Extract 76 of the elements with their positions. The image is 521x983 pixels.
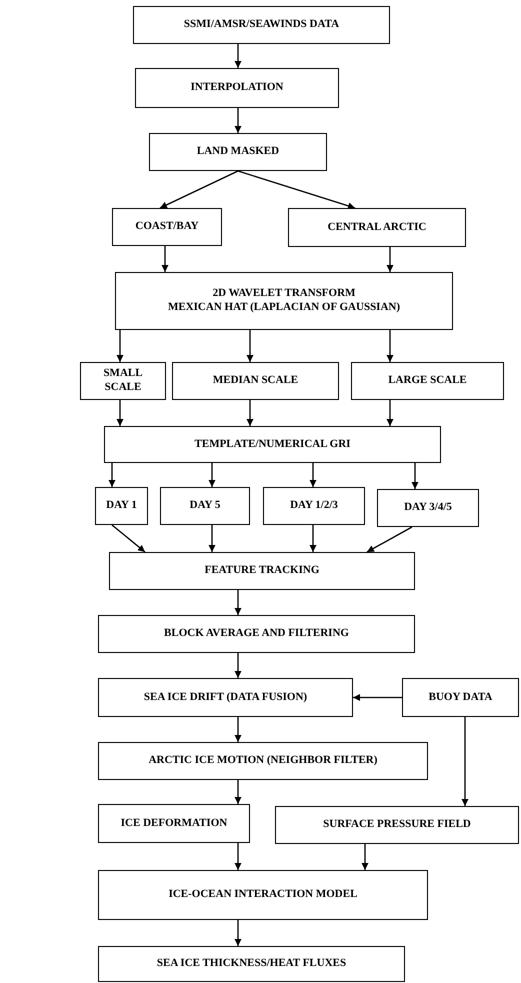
arrow [412,463,418,489]
box-label: ARCTIC ICE MOTION (NEIGHBOR FILTER) [148,754,378,768]
arrow [310,463,316,487]
arrow [234,44,242,68]
arrow [234,780,242,804]
process-box [95,487,148,525]
box-label: COAST/BAY [135,220,199,234]
process-box [115,272,453,330]
box-label: BLOCK AVERAGE AND FILTERING [164,627,349,641]
box-label: LAND MASKED [196,145,280,159]
box-label: SMALL SCALE [102,367,144,395]
box-label: SSMI/AMSR/SEAWINDS DATA [184,18,340,32]
box-label: DAY 5 [190,499,220,513]
box-label: TEMPLATE/NUMERICAL GRI [194,438,350,452]
process-box [80,362,166,400]
process-box [98,946,405,982]
box-label: FEATURE TRACKING [204,564,320,578]
arrow [208,463,216,487]
arrow [238,170,356,210]
process-box [135,68,339,108]
box-label: ICE-OCEAN INTERACTION MODEL [168,888,358,902]
arrow [310,525,316,552]
process-box [263,487,365,525]
process-box [288,208,466,247]
arrow [116,330,124,362]
box-label: LARGE SCALE [388,374,467,388]
process-box [98,804,250,843]
process-box [133,6,390,44]
arrow [234,920,242,946]
process-box [98,870,428,920]
arrow [234,653,242,678]
process-box [160,487,250,525]
arrow [353,694,402,701]
arrow [234,717,242,742]
box-label: 2D WAVELET TRANSFORM [212,287,356,301]
process-box [149,133,327,171]
process-box [112,208,222,246]
arrow [234,843,242,870]
arrow [246,330,254,362]
arrow [116,400,124,426]
box-label: DAY 3/4/5 [404,501,452,515]
arrow [108,463,116,487]
process-box [98,678,353,717]
arrow [112,524,146,552]
arrow [160,170,238,209]
process-box [275,806,519,844]
arrow [462,717,468,806]
box-label: SEA ICE DRIFT (DATA FUSION) [144,690,308,704]
process-box [109,552,415,590]
box-label: INTERPOLATION [190,81,284,95]
arrow [386,247,394,272]
arrow [234,108,242,133]
process-box [172,362,339,400]
arrow [234,590,242,615]
box-label: BUOY DATA [428,690,492,704]
box-label: ICE DEFORMATION [120,816,228,830]
arrow [386,330,394,362]
arrow [362,844,368,870]
process-box [104,426,441,463]
arrow [366,526,412,553]
box-label: DAY 1/2/3 [290,499,338,513]
arrow [208,525,216,552]
arrow [246,400,254,426]
process-box [98,615,415,653]
process-box [377,489,479,527]
arrow [162,246,168,272]
box-label: CENTRAL ARCTIC [328,220,426,234]
box-label: MEDIAN SCALE [212,374,298,388]
process-box [351,362,504,400]
box-label: DAY 1 [106,499,137,513]
process-box [402,678,519,717]
process-box [98,742,428,780]
box-label: SEA ICE THICKNESS/HEAT FLUXES [156,957,346,971]
arrow [386,400,394,426]
box-label: MEXICAN HAT (LAPLACIAN OF GAUSSIAN) [168,301,400,315]
box-label: SURFACE PRESSURE FIELD [323,818,471,832]
